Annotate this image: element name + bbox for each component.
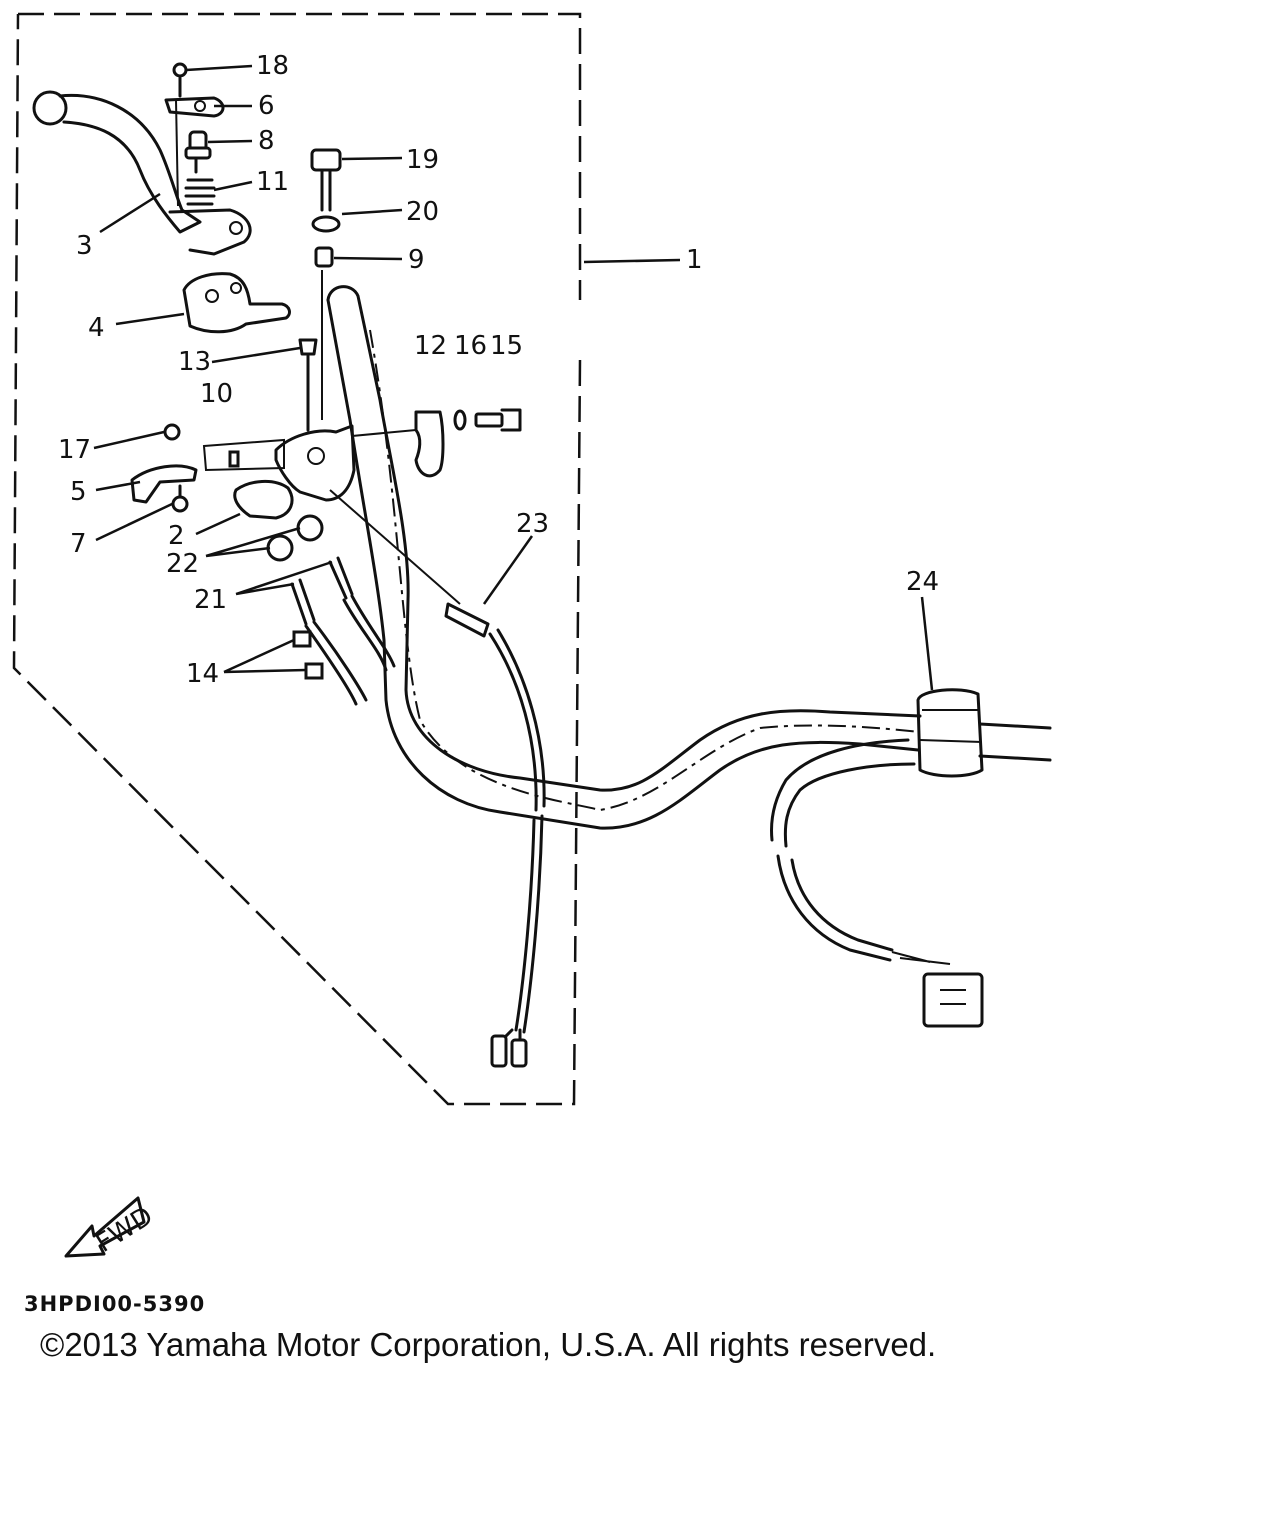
- callout-12: 12: [414, 331, 447, 361]
- handlebar: [326, 285, 1052, 830]
- callout-4: 4: [88, 313, 105, 343]
- callout-13: 13: [178, 347, 211, 377]
- callout-16: 16: [454, 331, 487, 361]
- callout-14: 14: [186, 659, 219, 689]
- clutch-lever: [32, 90, 252, 256]
- callout-20: 20: [406, 197, 439, 227]
- copyright-notice: ©2013 Yamaha Motor Corporation, U.S.A. A…: [40, 1326, 937, 1363]
- clamp-and-bolt: [351, 408, 522, 478]
- forward-direction-arrow-icon: FWD: [64, 1196, 158, 1259]
- clutch-holder: [130, 338, 356, 520]
- callout-22: 22: [166, 549, 199, 579]
- lever-bracket: [182, 272, 291, 334]
- callout-17: 17: [58, 435, 91, 465]
- callout-5: 5: [70, 477, 87, 507]
- callout-23: 23: [516, 509, 549, 539]
- callout-1: 1: [686, 245, 703, 275]
- callout-9: 9: [408, 245, 425, 275]
- callout-11: 11: [256, 167, 289, 197]
- callout-8: 8: [258, 126, 275, 156]
- handlebar-switch: [770, 688, 984, 1028]
- callout-7: 7: [70, 529, 87, 559]
- callout-2: 2: [168, 521, 185, 551]
- callout-3: 3: [76, 231, 93, 261]
- assembly-boundary: [12, 12, 582, 1106]
- callout-10: 10: [200, 379, 233, 409]
- leader-lines: [93, 64, 934, 691]
- part-code: 3HPDI00-5390: [24, 1292, 206, 1316]
- callout-18: 18: [256, 51, 289, 81]
- adjuster-bolt: [310, 148, 342, 420]
- callout-19: 19: [406, 145, 439, 175]
- callout-24: 24: [906, 567, 939, 597]
- cables: [266, 514, 396, 706]
- callout-21: 21: [194, 585, 227, 615]
- pivot-hardware: [164, 62, 225, 207]
- callout-6: 6: [258, 91, 275, 121]
- callout-15: 15: [490, 331, 523, 361]
- switch-cable: [329, 489, 546, 1068]
